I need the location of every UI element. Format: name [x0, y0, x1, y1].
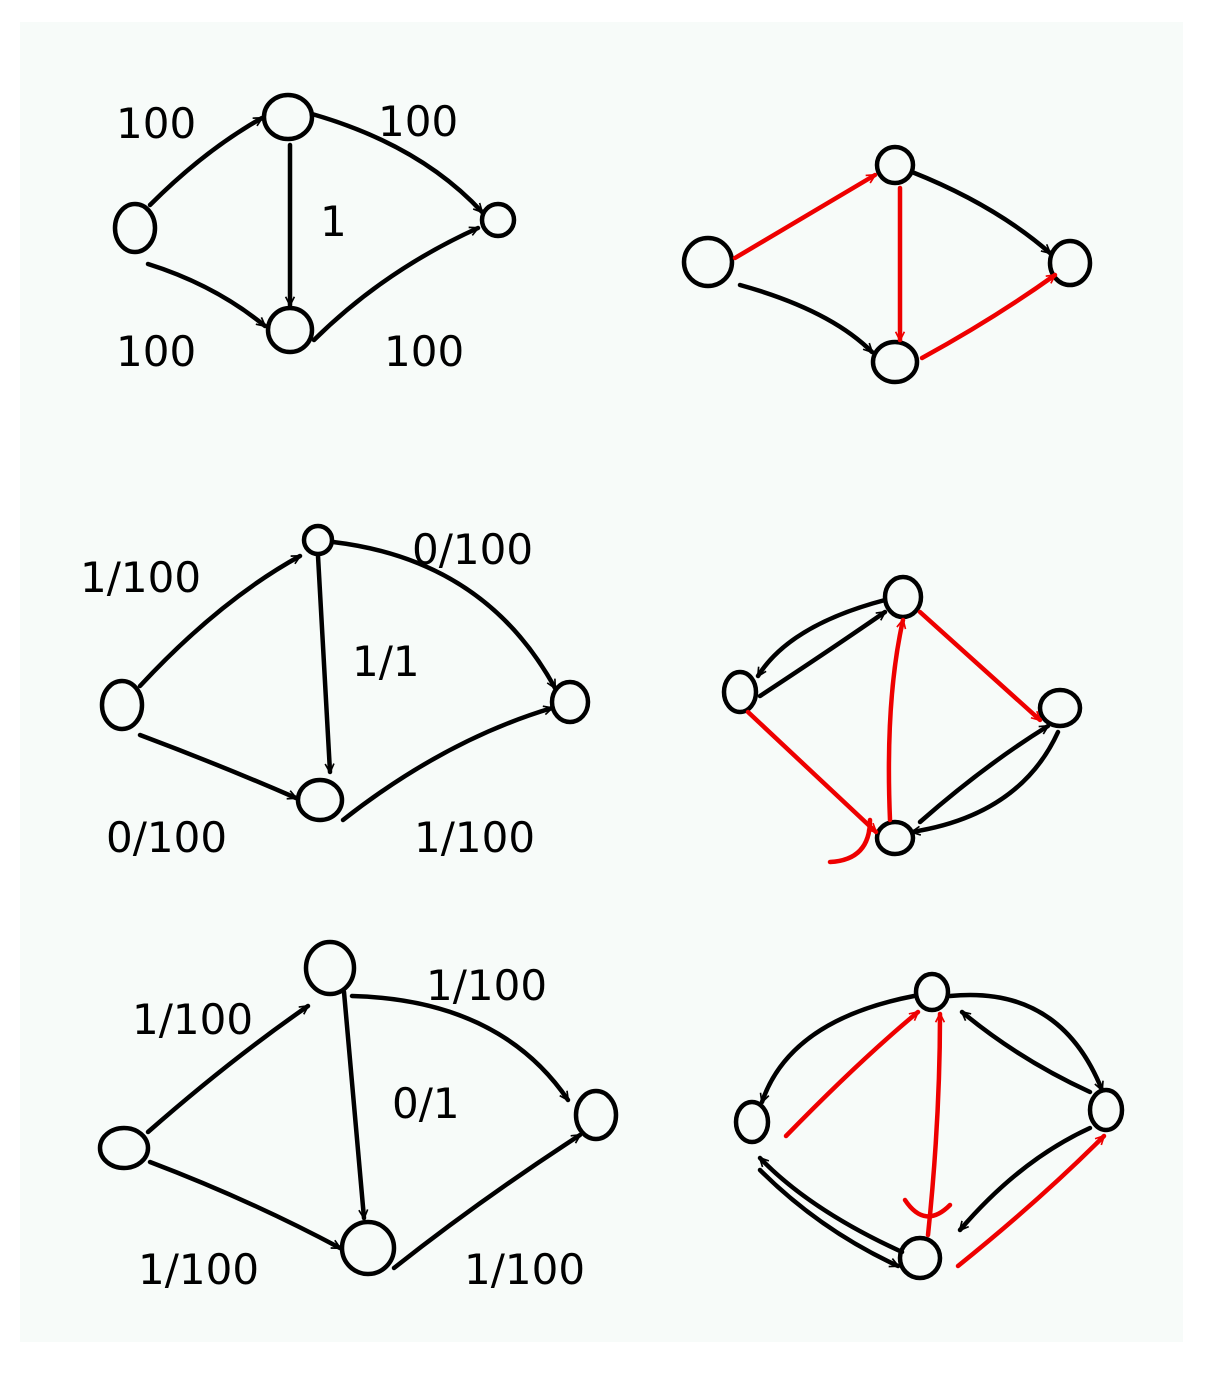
- node-top: [874, 144, 916, 186]
- residual-edge-s-b: [737, 282, 875, 355]
- residual-edge-b-t: [917, 723, 1051, 825]
- residual-edge-a-s: [762, 993, 917, 1102]
- edge-b-t: [311, 225, 481, 343]
- node-top: [882, 574, 924, 620]
- residual-edge-s-b: [757, 1167, 901, 1269]
- residual-graph-3: [733, 971, 1125, 1281]
- edge-a-b: [315, 553, 330, 775]
- whiteboard-canvas: [20, 22, 1183, 1342]
- node-sink: [479, 201, 517, 239]
- label-a-t: 1/100: [426, 961, 547, 1010]
- label-s-a: 1/100: [80, 553, 201, 602]
- node-source: [733, 1099, 771, 1145]
- residual-edge-t-b: [912, 729, 1061, 832]
- node-source: [97, 1125, 151, 1171]
- residual-edge-b-a: [886, 620, 903, 823]
- residual-edge-b-t: [955, 1133, 1107, 1269]
- label-a-b: 0/1: [392, 1079, 460, 1128]
- edge-b-t: [340, 708, 552, 823]
- label-a-t: 0/100: [412, 525, 533, 574]
- edge-a-b: [341, 989, 364, 1221]
- residual-edge-b-a: [925, 1011, 940, 1238]
- edge-s-a: [145, 1003, 311, 1135]
- network-flow-2: 1/100 1/100 0/1 1/100 1/100: [97, 939, 619, 1294]
- edge-a-t: [349, 993, 571, 1103]
- label-b-t: 1/100: [464, 1245, 585, 1294]
- residual-edge-a-t: [909, 169, 1053, 256]
- residual-graph-2: [721, 574, 1083, 865]
- node-bottom: [897, 1235, 943, 1281]
- residual-edge-a-s: [755, 597, 888, 679]
- node-bottom: [339, 1219, 397, 1277]
- edge-s-a: [137, 553, 303, 689]
- edge-a-t: [330, 539, 558, 691]
- residual-edge-s-b: [745, 709, 879, 835]
- node-source: [721, 669, 759, 715]
- residual-edge-t-a: [959, 1009, 1093, 1095]
- edge-s-b: [137, 732, 299, 801]
- label-s-b: 100: [116, 327, 196, 376]
- node-top: [261, 92, 315, 142]
- network-capacities: 100 100 1 100 100: [112, 92, 517, 376]
- residual-edge-b-s: [757, 1155, 905, 1255]
- label-a-b: 1/1: [352, 637, 420, 686]
- edge-a-t: [309, 111, 485, 215]
- edge-s-b: [147, 1159, 343, 1251]
- label-s-b: 1/100: [138, 1245, 259, 1294]
- residual-graph-1: [681, 144, 1093, 385]
- node-bottom: [295, 777, 345, 823]
- label-s-b: 0/100: [106, 813, 227, 862]
- residual-edge-b-t: [919, 272, 1058, 361]
- residual-edge-s-a: [732, 172, 878, 261]
- edge-s-a: [147, 115, 265, 208]
- node-sink: [1047, 238, 1093, 288]
- residual-edge-b-a-tail: [902, 1197, 953, 1219]
- node-bottom: [874, 819, 916, 857]
- node-sink: [549, 679, 591, 725]
- node-source: [99, 678, 145, 732]
- network-flow-1: 1/100 0/100 1/1 0/100 1/100: [80, 523, 591, 862]
- node-bottom: [265, 305, 315, 355]
- node-source: [681, 235, 735, 289]
- node-top: [301, 523, 335, 557]
- label-s-a: 1/100: [132, 995, 253, 1044]
- residual-edge-s-a: [757, 609, 888, 699]
- node-sink: [1087, 1087, 1125, 1133]
- edge-s-b: [145, 261, 268, 329]
- node-top: [913, 971, 951, 1013]
- residual-edge-s-a: [783, 1009, 921, 1139]
- node-sink: [573, 1088, 619, 1142]
- residual-edge-a-t: [947, 992, 1105, 1093]
- node-top: [303, 939, 357, 997]
- residual-edge-b-s-tail: [827, 817, 873, 865]
- residual-edge-t-b: [957, 1125, 1093, 1233]
- label-s-a: 100: [116, 99, 196, 148]
- residual-edge-a-t: [917, 609, 1043, 723]
- node-sink: [1037, 687, 1083, 729]
- label-b-t: 100: [384, 327, 464, 376]
- node-bottom: [870, 339, 920, 385]
- edge-b-t: [391, 1132, 583, 1271]
- label-b-t: 1/100: [414, 813, 535, 862]
- label-a-b: 1: [320, 197, 347, 246]
- label-a-t: 100: [378, 97, 458, 146]
- node-source: [112, 201, 158, 255]
